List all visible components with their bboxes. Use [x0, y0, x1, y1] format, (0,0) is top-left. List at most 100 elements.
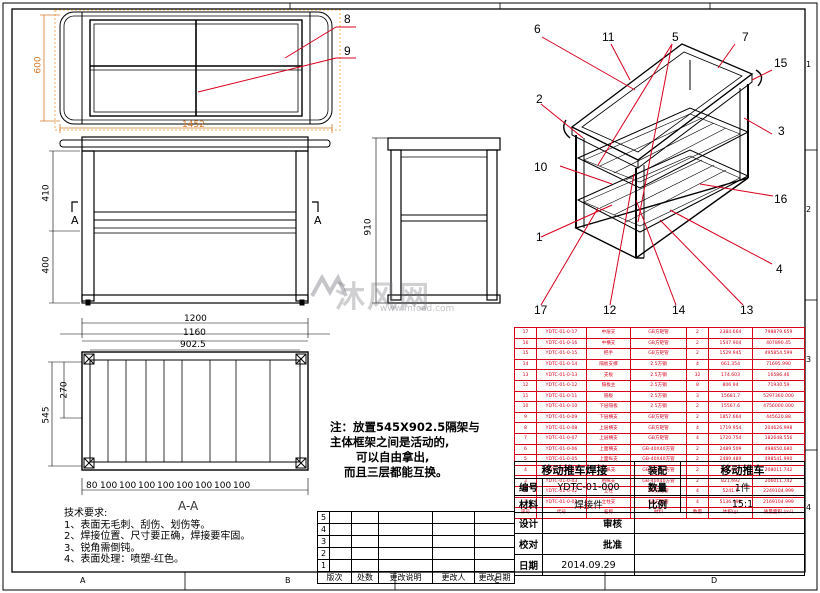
spacing-value: 100 [176, 481, 194, 491]
bom-cell: 中横支 [586, 337, 631, 350]
bom-cell: GB方矩管 [630, 422, 687, 434]
spacing-value: 100 [100, 481, 118, 491]
bom-cell: 2.5方钢 [630, 401, 687, 413]
bom-cell: 806.94 [708, 379, 753, 392]
review-label: 审核 [542, 512, 635, 534]
bom-cell: 2 [686, 411, 709, 424]
balloon-4: 4 [776, 262, 783, 276]
bom-cell: 1529.945 [708, 348, 753, 360]
technical-requirements: 技术要求: 1、表面无毛刺、刮伤、划伤等。 2、焊接位置、尺寸要正确，焊接要牢固… [64, 508, 250, 566]
front-view [59, 136, 331, 306]
dim-section-inner: 902.5 [180, 340, 206, 350]
bom-cell: 6 [514, 443, 537, 456]
rev-header: 处数 [351, 571, 379, 584]
balloon-11: 11 [602, 30, 615, 44]
bom-cell: 204626.998 [752, 422, 805, 434]
note-line: 而且三层都能互换。 [344, 465, 448, 479]
bom-cell: 12 [514, 379, 537, 392]
bom-cell: 445620.88 [752, 411, 805, 424]
side-view-dims [372, 137, 388, 304]
bom-cell: 2489.509 [708, 443, 753, 456]
bom-cell: 8 [686, 379, 709, 392]
date-label: 日期 [514, 554, 543, 576]
note-line: 注：放置545X902.5隔架与 [330, 420, 480, 434]
qty-value: 1件 [680, 478, 806, 496]
bom-cell: 1857.664 [708, 411, 753, 424]
bom-cell: 495854.599 [752, 348, 805, 360]
part-name: 移动推车焊接 [514, 461, 635, 479]
spacing-value: 100 [233, 481, 251, 491]
balloon-1: 1 [536, 230, 543, 244]
bom-cell: 15 [514, 348, 537, 360]
bom-cell: YDTC-01-0-07 [536, 432, 587, 445]
watermark-text: 沐风网 [335, 280, 431, 315]
bom-cell: GB方矩管 [630, 348, 687, 360]
bom-cell: 15681.7 [708, 390, 753, 403]
bom-cell: 2 [686, 337, 709, 350]
section-view-dims [48, 340, 309, 495]
scale-label: 比例 [633, 495, 682, 513]
bom-cell: 1719.954 [708, 422, 753, 434]
bom-cell: YDTC-01-0-14 [536, 358, 587, 371]
rev-marker: 2 [317, 547, 330, 560]
bom-cell: 17 [514, 327, 537, 339]
title-block: 移动推车焊接 装配 移动推车 编号 YDTC-01-000 数量 1件 材料 焊… [514, 461, 806, 576]
bom-cell: 2.5方钢 [630, 379, 687, 392]
note-line: 可以自由拿出, [356, 450, 430, 464]
dim-section-h2: 545 [41, 406, 52, 424]
bom-cell: GB方矩管 [630, 327, 687, 339]
assembly-note: 注：放置545X902.5隔架与 主体框架之间是活动的, 可以自由拿出, 而且三… [330, 420, 510, 480]
assembly-label: 装配 [633, 461, 682, 479]
bom-cell: 498650.680 [752, 443, 805, 456]
balloon-15: 15 [774, 56, 788, 70]
dim-section-outer: 1160 [183, 328, 206, 338]
bom-cell: 16586.46 [752, 369, 805, 381]
bom-cell: GB方矩管 [630, 337, 687, 350]
code-label: 编号 [514, 478, 543, 496]
bom-cell: YDTC-01-0-11 [536, 390, 587, 403]
bom-cell: 上层横支 [586, 422, 631, 434]
material-label: 材料 [514, 495, 543, 513]
zone-ticks [184, 3, 817, 590]
requirement-item: 4、表面处理：喷塑-红色。 [64, 554, 184, 565]
section-marker-right: A [314, 214, 322, 227]
date-value: 2014.09.29 [542, 554, 635, 576]
check-label: 校对 [514, 533, 543, 555]
bom-cell: 11 [514, 390, 537, 403]
top-view-dims [40, 14, 333, 133]
zone-label: B [285, 576, 291, 585]
bom-cell: 1547.904 [708, 337, 753, 350]
bom-cell: 4756000.000 [752, 401, 805, 413]
bom-cell: GB方矩管 [630, 432, 687, 445]
bom-cell: 上面横支 [586, 443, 631, 456]
bom-cell: 2.5方钢 [630, 358, 687, 371]
spacing-value: 80 [86, 481, 98, 491]
bom-cell: 中层支 [586, 327, 631, 339]
bom-cell: 13 [514, 369, 537, 381]
rev-marker: 5 [317, 511, 330, 524]
section-view [81, 351, 309, 471]
bom-cell: YDTC-01-0-10 [536, 401, 587, 413]
balloon-2: 2 [536, 92, 543, 106]
bom-cell: 2.5方钢 [630, 369, 687, 381]
revision-block: 5 4 3 2 1 版次 处数 更改说明 更改人 更改日期 [317, 511, 515, 584]
zone-label: 3 [806, 355, 812, 364]
section-marker-left: A [71, 214, 79, 227]
zone-label: 4 [806, 503, 812, 512]
rev-marker: 3 [317, 535, 330, 548]
spacing-value: 100 [119, 481, 137, 491]
approve-label: 批准 [542, 533, 635, 555]
rev-header: 更改说明 [378, 571, 433, 584]
bom-cell: 798879.659 [752, 327, 805, 339]
bom-cell: 10 [514, 401, 537, 413]
bom-cell: 2 [686, 348, 709, 360]
bom-cell: GB-40X40方管 [630, 443, 687, 456]
bom-cell: YDTC-01-0-13 [536, 369, 587, 381]
zone-label: D [711, 576, 718, 585]
watermark-logo [310, 273, 348, 297]
material-value: 焊接件 [542, 495, 635, 513]
